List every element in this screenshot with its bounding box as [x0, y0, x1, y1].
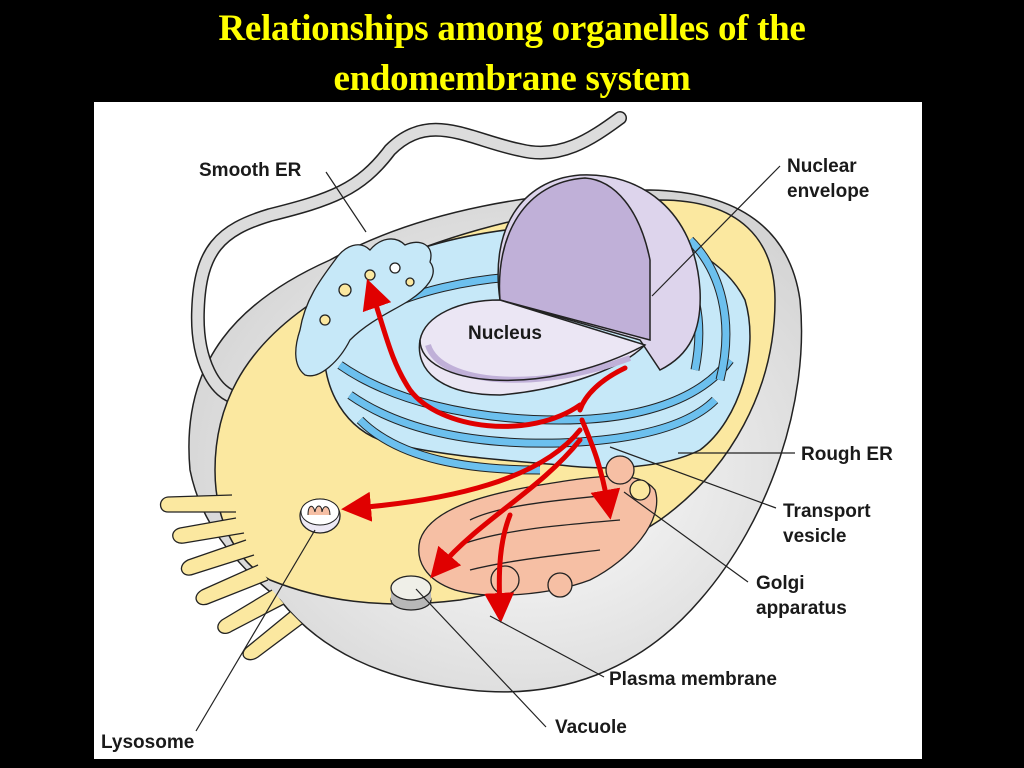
leader-transport-vesicle [609, 446, 777, 509]
arrow-to-golgi [579, 417, 621, 520]
leader-golgi [623, 491, 749, 583]
label-vacuole: Vacuole [555, 717, 627, 738]
label-golgi-1: Golgi [756, 573, 805, 594]
leader-lysosome [195, 529, 316, 732]
leader-vacuole [415, 588, 547, 728]
diagram-panel: Smooth ER Nuclear envelope Nucleus Rough… [94, 102, 922, 759]
arrow-to-smooth-er [362, 278, 583, 429]
lysosome [299, 498, 341, 534]
leader-smooth-er [325, 171, 367, 233]
leader-nuclear-envelope [651, 165, 781, 297]
arrow-from-nuclear-envelope [577, 365, 628, 413]
leader-lines [195, 165, 795, 732]
slide-title: Relationships among organelles of the en… [0, 4, 1024, 104]
nucleus [418, 174, 701, 396]
arrow-to-lysosome [341, 427, 583, 522]
label-nuclear-envelope-1: Nuclear [787, 156, 857, 177]
label-transport-vesicle-2: vesicle [783, 526, 846, 547]
label-plasma-membrane: Plasma membrane [609, 669, 777, 690]
label-transport-vesicle-1: Transport [783, 501, 871, 522]
label-lysosome: Lysosome [101, 732, 194, 753]
microvilli [159, 494, 303, 661]
transport-arrows [341, 278, 628, 623]
endomembrane-diagram: Smooth ER Nuclear envelope Nucleus Rough… [101, 111, 893, 753]
leader-plasma-membrane [489, 615, 605, 678]
title-line-1: Relationships among organelles of the [218, 8, 806, 49]
label-golgi-2: apparatus [756, 598, 847, 619]
label-rough-er: Rough ER [801, 444, 893, 465]
arrow-to-vacuole [430, 437, 583, 579]
vacuole [390, 575, 432, 611]
label-smooth-er: Smooth ER [199, 160, 302, 181]
arrow-to-plasma-membrane [484, 512, 515, 623]
title-line-2: endomembrane system [333, 58, 691, 99]
label-nuclear-envelope-2: envelope [787, 181, 869, 202]
label-nucleus: Nucleus [468, 323, 542, 344]
